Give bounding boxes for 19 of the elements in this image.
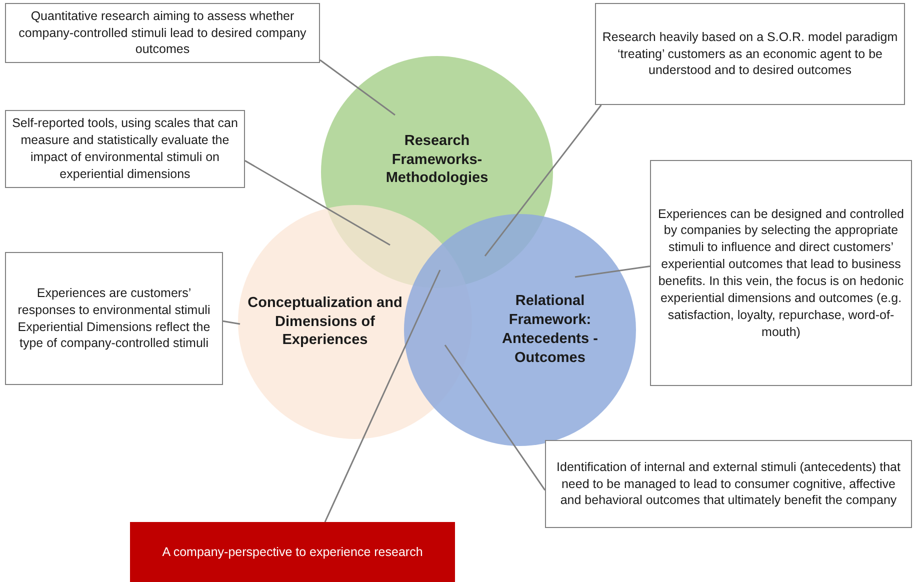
leader-line [444,344,546,491]
leader-line [484,104,602,256]
circle-label: Conceptualization and Dimensions of Experiences [246,294,404,350]
callout-text: Experiences are customers’ responses to environmental stimuli [16,284,212,318]
callout-box: Research heavily based on a S.O.R. model paradigm ‘treating’ customers as an economic agent to be understood and to desired outcomes [595,3,905,105]
title-banner: A company-perspective to experience research [130,522,455,582]
leader-line [222,320,240,325]
leader-line [324,270,441,522]
circle-label: Relational Framework: Antecedents - Outcomes [501,292,599,368]
circle-label: Research Frameworks-Methodologies [384,132,490,188]
leader-line [244,160,390,246]
callout-box [5,252,223,385]
leader-line [574,265,650,278]
leader-line [320,59,396,116]
callout-box: Self-reported tools, using scales that can measure and statistically evaluate the impact of environmental stimuli on experiential dimensions [5,110,245,188]
callout-text: Experiential Dimensions reflect the type of company-controlled stimuli [16,318,212,352]
callout-box: Experiences can be designed and controlled by companies by selecting the appropriate stimuli to influence and direct customers’ experiential outcomes that lead to business benefits. In this vein, the focus is on hedonic experiential dimensions and outcomes (e.g. satisfaction, loyalty, repurchase, word-of-mouth) [650,160,912,386]
callout-box: Identification of internal and external stimuli (antecedents) that need to be managed to lead to consumer cognitive, affective and behavioral outcomes that ultimately benefit the company [545,440,912,528]
callout-box: Quantitative research aiming to assess whether company-controlled stimuli lead to desired company outcomes [5,3,320,63]
